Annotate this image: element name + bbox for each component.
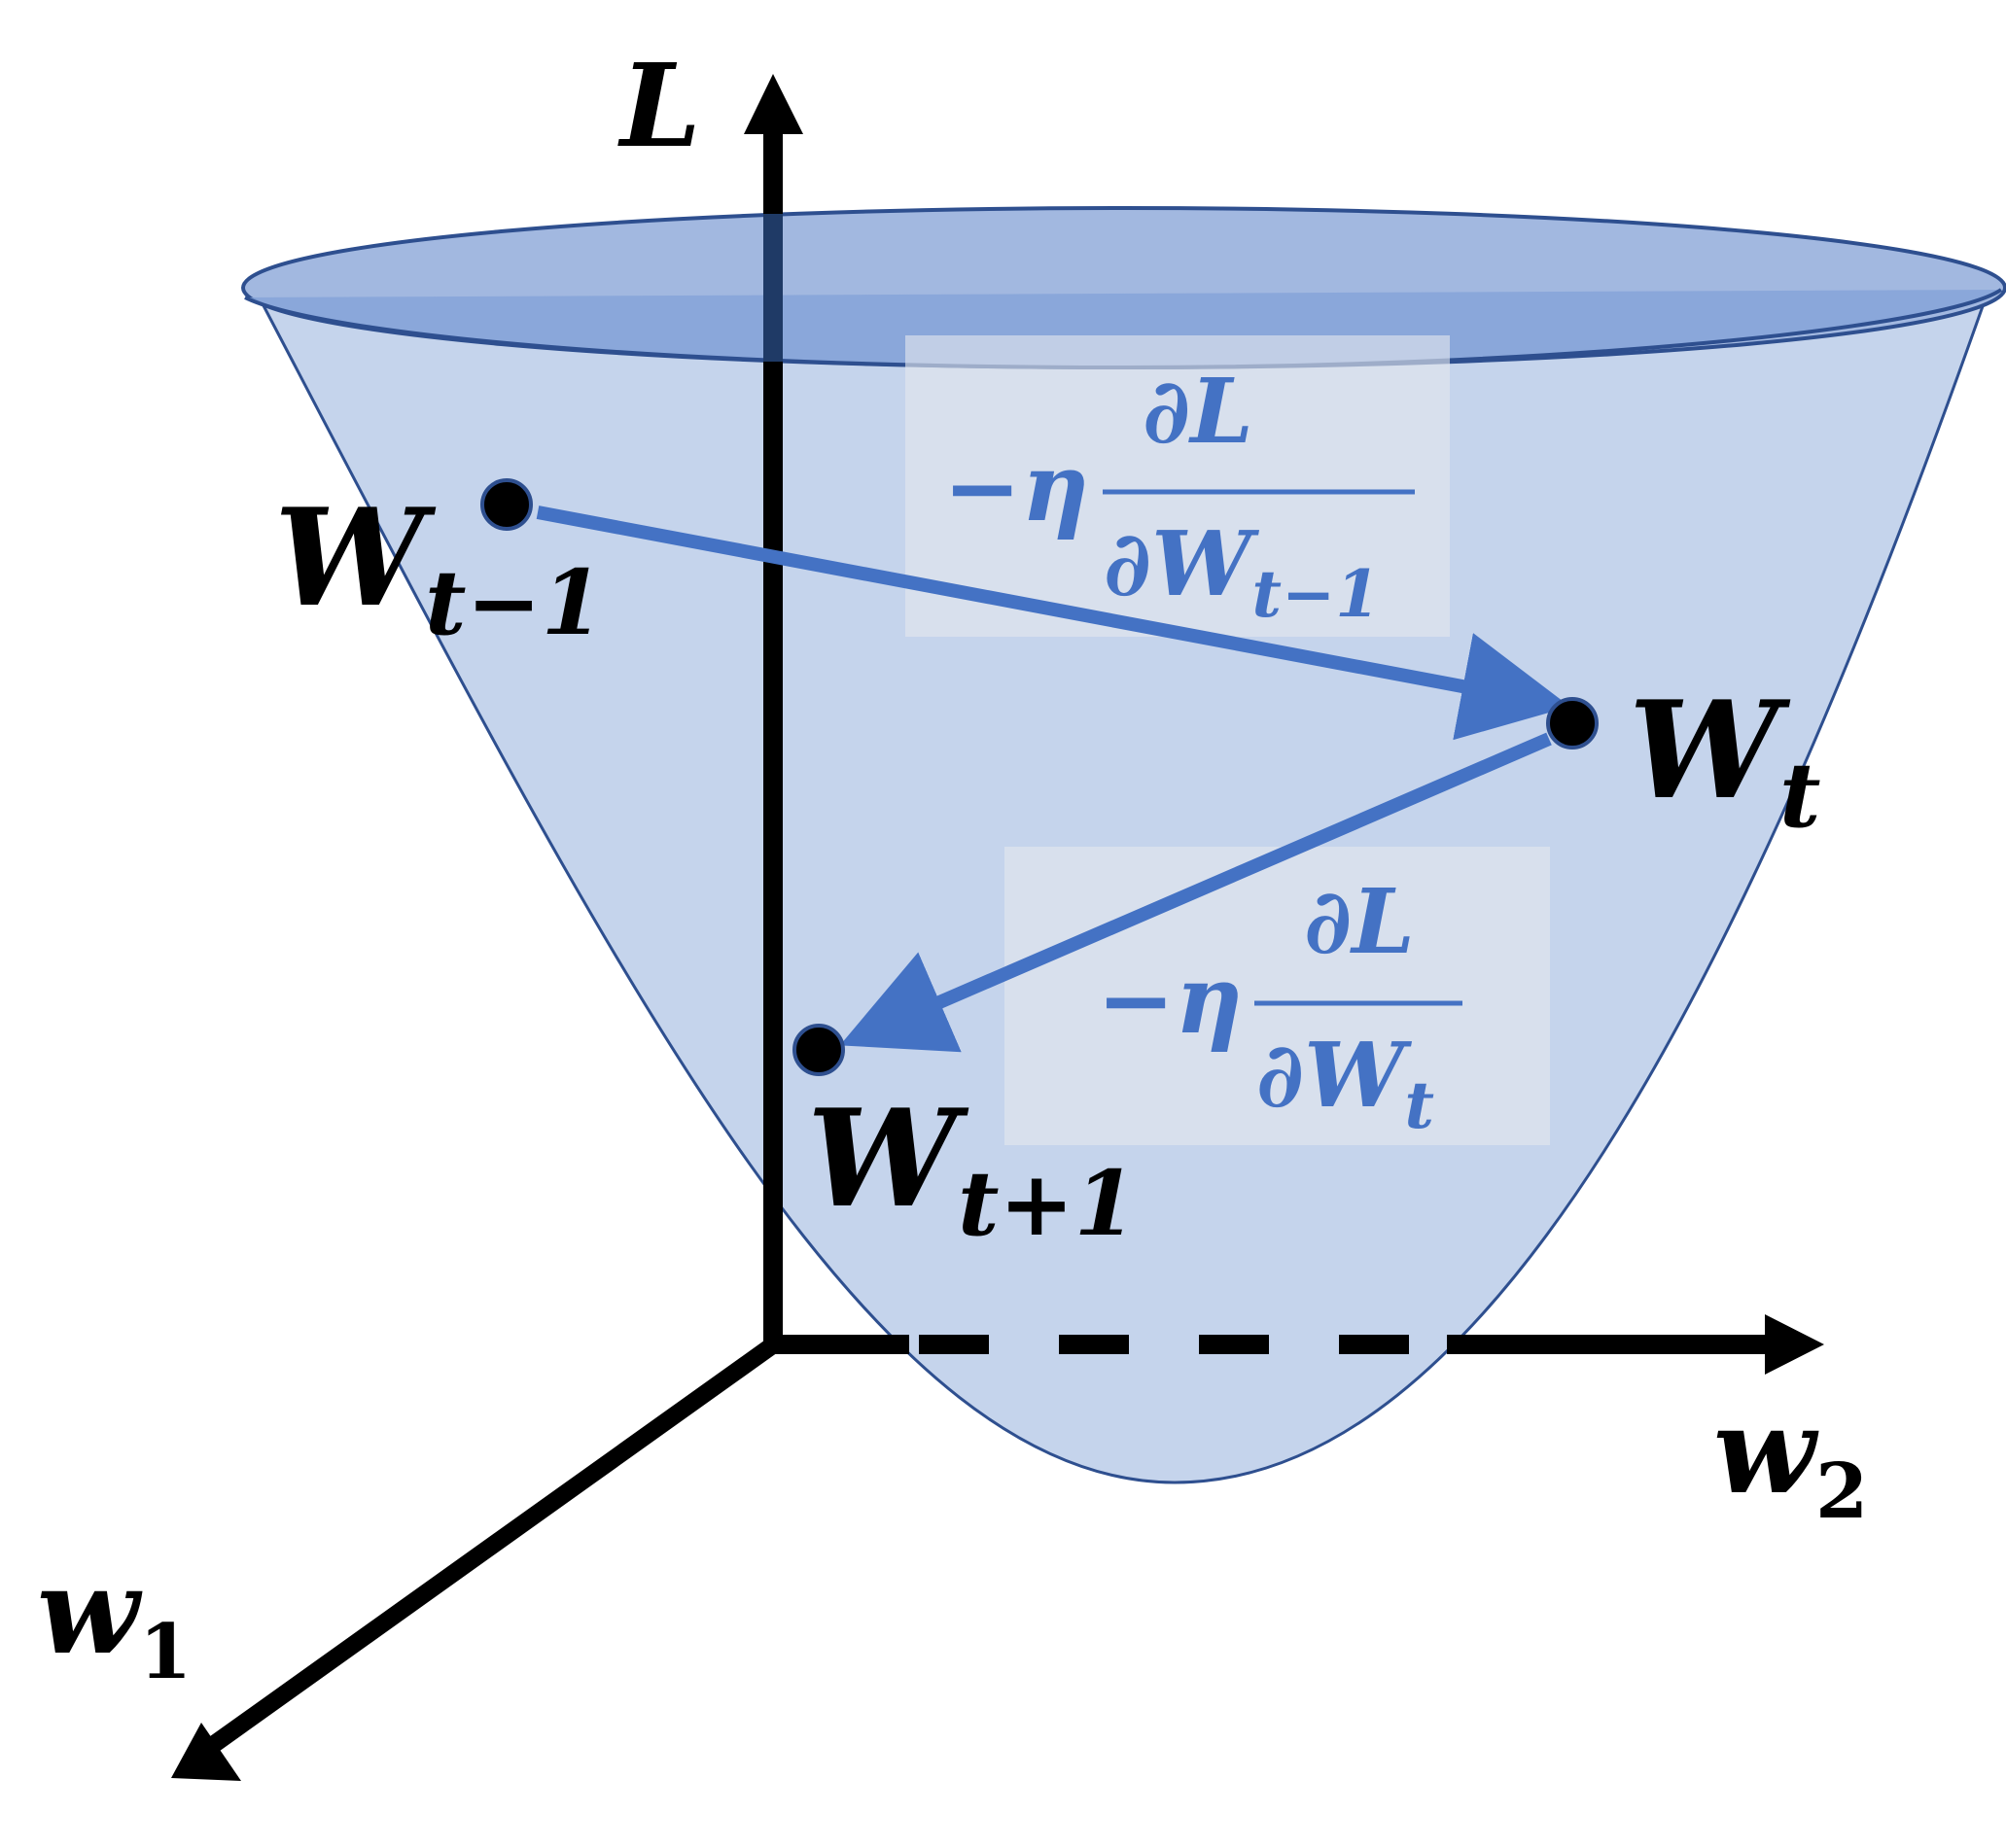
loss-bowl-rim-band [245, 290, 2001, 367]
point-w-curr [1546, 697, 1599, 750]
point-w-next [792, 1024, 845, 1076]
step-label-box-first [905, 335, 1450, 637]
label-w-prev: Wt−1 [274, 478, 604, 655]
step-equation-second-numerator: ∂L [1304, 869, 1415, 974]
label-w-next-base: W [807, 1079, 969, 1238]
w1-axis-arrowhead [171, 1723, 241, 1781]
step-equation-second-prefix: −η [1097, 945, 1243, 1055]
w1-axis-label: w1 [37, 1541, 192, 1696]
label-w-prev-sub: t−1 [425, 550, 604, 655]
w1-axis [200, 1334, 784, 1758]
label-w-next-sub: t+1 [958, 1151, 1137, 1256]
point-w-prev [480, 478, 533, 531]
loss-axis-arrowhead [744, 74, 803, 134]
label-w-next: Wt+1 [807, 1079, 1137, 1256]
w1-axis-label-sub: 1 [139, 1608, 192, 1696]
step-equation-first-denominator-sub: t−1 [1251, 556, 1380, 632]
w2-axis-label: w2 [1713, 1380, 1868, 1536]
step-equation-first-denominator-base: ∂W [1104, 511, 1259, 616]
loss-axis-label: L [617, 38, 701, 173]
label-w-prev-base: W [274, 478, 437, 637]
w2-axis-label-base: w [1713, 1380, 1819, 1520]
step-arrow-second [839, 732, 1552, 1053]
step-equation-first-numerator: ∂L [1143, 359, 1253, 464]
step-equation-second: −η ∂L ∂Wt [1097, 869, 1462, 1143]
step-equation-second-denominator-sub: t [1404, 1067, 1434, 1143]
step-label-box-second [1004, 847, 1550, 1145]
step-equation-second-denominator-base: ∂W [1256, 1023, 1412, 1128]
label-w-curr: Wt [1629, 671, 1820, 848]
w2-axis-arrowhead [1765, 1314, 1824, 1375]
step-equation-first: −η ∂L ∂Wt−1 [943, 359, 1415, 632]
step-equation-first-denominator: ∂Wt−1 [1104, 511, 1380, 632]
w1-axis-label-base: w [37, 1541, 143, 1681]
step-arrow-first [536, 506, 1570, 741]
step-equation-first-prefix: −η [943, 433, 1089, 542]
step-equation-second-denominator: ∂Wt [1256, 1023, 1434, 1143]
w2-axis-label-sub: 2 [1815, 1447, 1868, 1536]
label-w-curr-sub: t [1779, 743, 1821, 848]
label-w-curr-base: W [1629, 671, 1791, 829]
